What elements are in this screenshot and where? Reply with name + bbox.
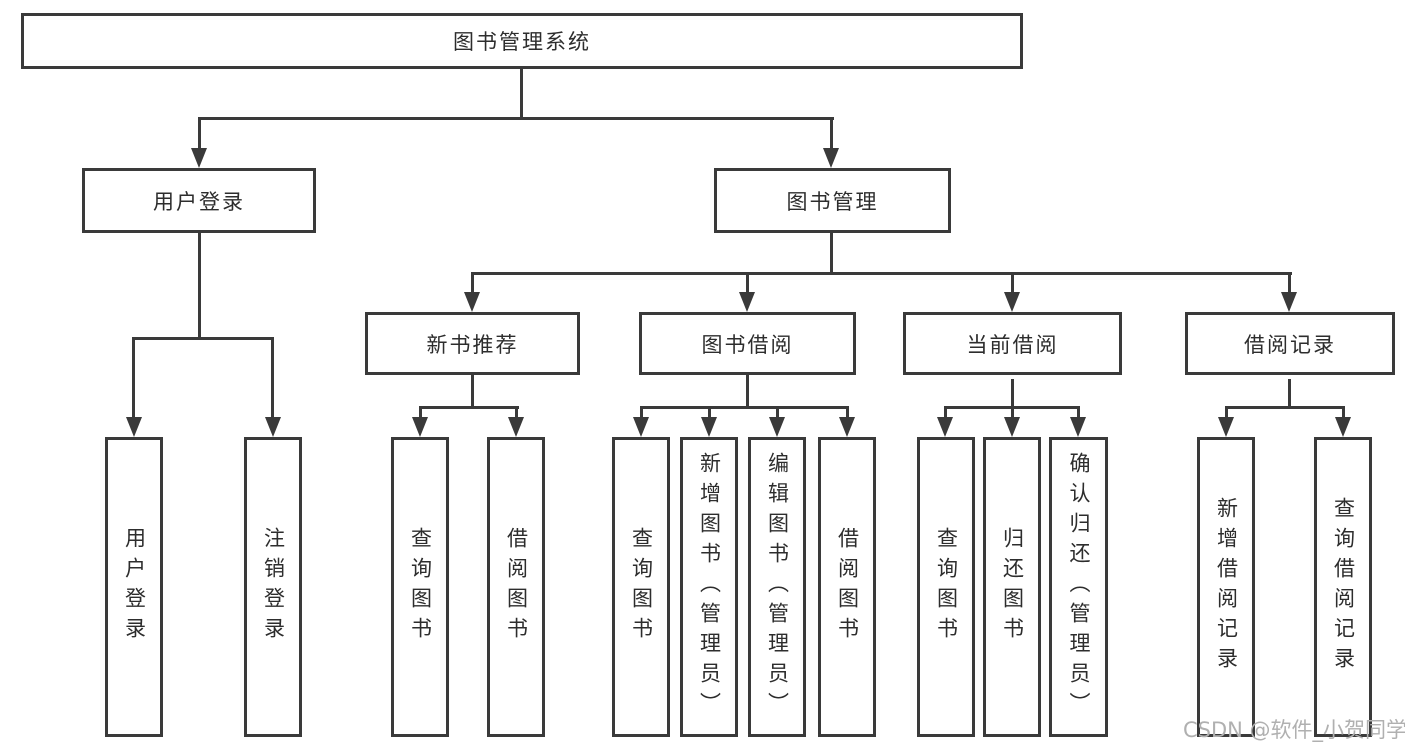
node-label: 用户登录 [153,189,245,214]
node-label: 图书借阅 [701,332,794,357]
connector-recommend-rail [419,406,519,409]
node-book-management: 图书管理 [714,168,951,233]
node-leaf-add-borrow-record: 新增借阅记录 [1197,437,1255,737]
node-label: 编辑图书（管理员） [765,452,790,722]
arrowhead-down-icon [1004,292,1020,312]
node-label: 查询图书 [629,527,654,647]
node-label: 图书管理系统 [453,30,591,54]
arrowhead-down-icon [769,417,785,437]
node-label: 查询图书 [934,527,959,647]
node-label: 注销登录 [261,527,286,647]
arrowhead-down-icon [701,417,717,437]
arrowhead-down-icon [508,417,524,437]
connector-drop [419,406,422,425]
connector-userlogin-stem [198,233,201,340]
connector-bookmgmt-rail [471,272,1292,275]
node-leaf-borrow-book-recommend: 借阅图书 [487,437,545,737]
node-new-book-recommend: 新书推荐 [365,312,580,375]
connector-drop [846,406,849,425]
connector-drop [1011,406,1014,425]
node-label: 确认归还（管理员） [1067,452,1091,722]
arrowhead-down-icon [265,417,281,437]
node-leaf-logout: 注销登录 [244,437,302,737]
node-leaf-add-book-admin: 新增图书（管理员） [680,437,738,737]
node-current-borrow: 当前借阅 [903,312,1122,375]
node-leaf-query-borrow-record: 查询借阅记录 [1314,437,1372,737]
node-label: 查询借阅记录 [1331,497,1356,677]
node-label: 新增借阅记录 [1214,497,1239,677]
arrowhead-down-icon [1218,417,1234,437]
connector-current-stem [1011,379,1014,409]
arrowhead-down-icon [823,148,839,168]
arrowhead-down-icon [464,292,480,312]
node-label: 当前借阅 [966,332,1059,357]
node-book-borrow: 图书借阅 [639,312,856,375]
connector-drop [708,406,711,425]
node-label: 归还图书 [1000,527,1025,647]
node-leaf-edit-book-admin: 编辑图书（管理员） [748,437,806,737]
arrowhead-down-icon [1070,417,1086,437]
arrowhead-down-icon [839,417,855,437]
node-leaf-return-book: 归还图书 [983,437,1041,737]
node-user-login: 用户登录 [82,168,316,233]
arrowhead-down-icon [412,417,428,437]
connector-userlogin-rail [132,337,274,340]
connector-drop [1077,406,1080,425]
arrowhead-down-icon [1335,417,1351,437]
connector-drop [1342,406,1345,425]
arrowhead-down-icon [126,417,142,437]
node-leaf-borrow-book: 借阅图书 [818,437,876,737]
node-leaf-confirm-return-admin: 确认归还（管理员） [1049,437,1108,737]
connector-drop-book-management [830,117,833,152]
connector-root-stem [520,69,523,120]
connector-root-rail [198,117,834,120]
connector-bookmgmt-stem [830,233,833,275]
node-label: 借阅记录 [1244,332,1336,357]
connector-recommend-stem [471,375,474,409]
watermark: CSDN @软件_小贺同学 [1183,718,1405,742]
node-borrow-records: 借阅记录 [1185,312,1395,375]
node-label: 图书管理 [786,189,879,214]
arrowhead-down-icon [739,292,755,312]
connector-drop-borrow [746,272,749,300]
connector-drop [515,406,518,425]
connector-borrow-stem [746,375,749,409]
arrowhead-down-icon [1281,292,1297,312]
node-label: 用户登录 [122,527,147,647]
connector-drop-records [1288,272,1291,300]
arrowhead-down-icon [191,148,207,168]
connector-drop-current [1011,272,1014,300]
arrowhead-down-icon [1004,417,1020,437]
connector-drop-user-login [198,117,201,152]
connector-drop-logout-leaf [271,337,274,425]
connector-records-stem [1288,379,1291,409]
connector-drop-recommend [471,272,474,300]
node-library-management-system: 图书管理系统 [21,13,1023,69]
arrowhead-down-icon [633,417,649,437]
node-label: 新增图书（管理员） [697,452,722,722]
connector-drop-login-leaf [132,337,135,425]
connector-drop [944,406,947,425]
node-leaf-query-book-borrow: 查询图书 [612,437,670,737]
connector-drop [640,406,643,425]
node-label: 借阅图书 [504,527,529,647]
node-leaf-query-book-current: 查询图书 [917,437,975,737]
node-label: 借阅图书 [835,527,860,647]
connector-drop [1225,406,1228,425]
connector-borrow-rail [640,406,849,409]
node-label: 新书推荐 [426,332,519,357]
connector-drop [776,406,779,425]
node-label: 查询图书 [408,527,433,647]
node-leaf-user-login: 用户登录 [105,437,163,737]
connector-records-rail [1225,406,1345,409]
node-leaf-query-book-recommend: 查询图书 [391,437,449,737]
arrowhead-down-icon [937,417,953,437]
